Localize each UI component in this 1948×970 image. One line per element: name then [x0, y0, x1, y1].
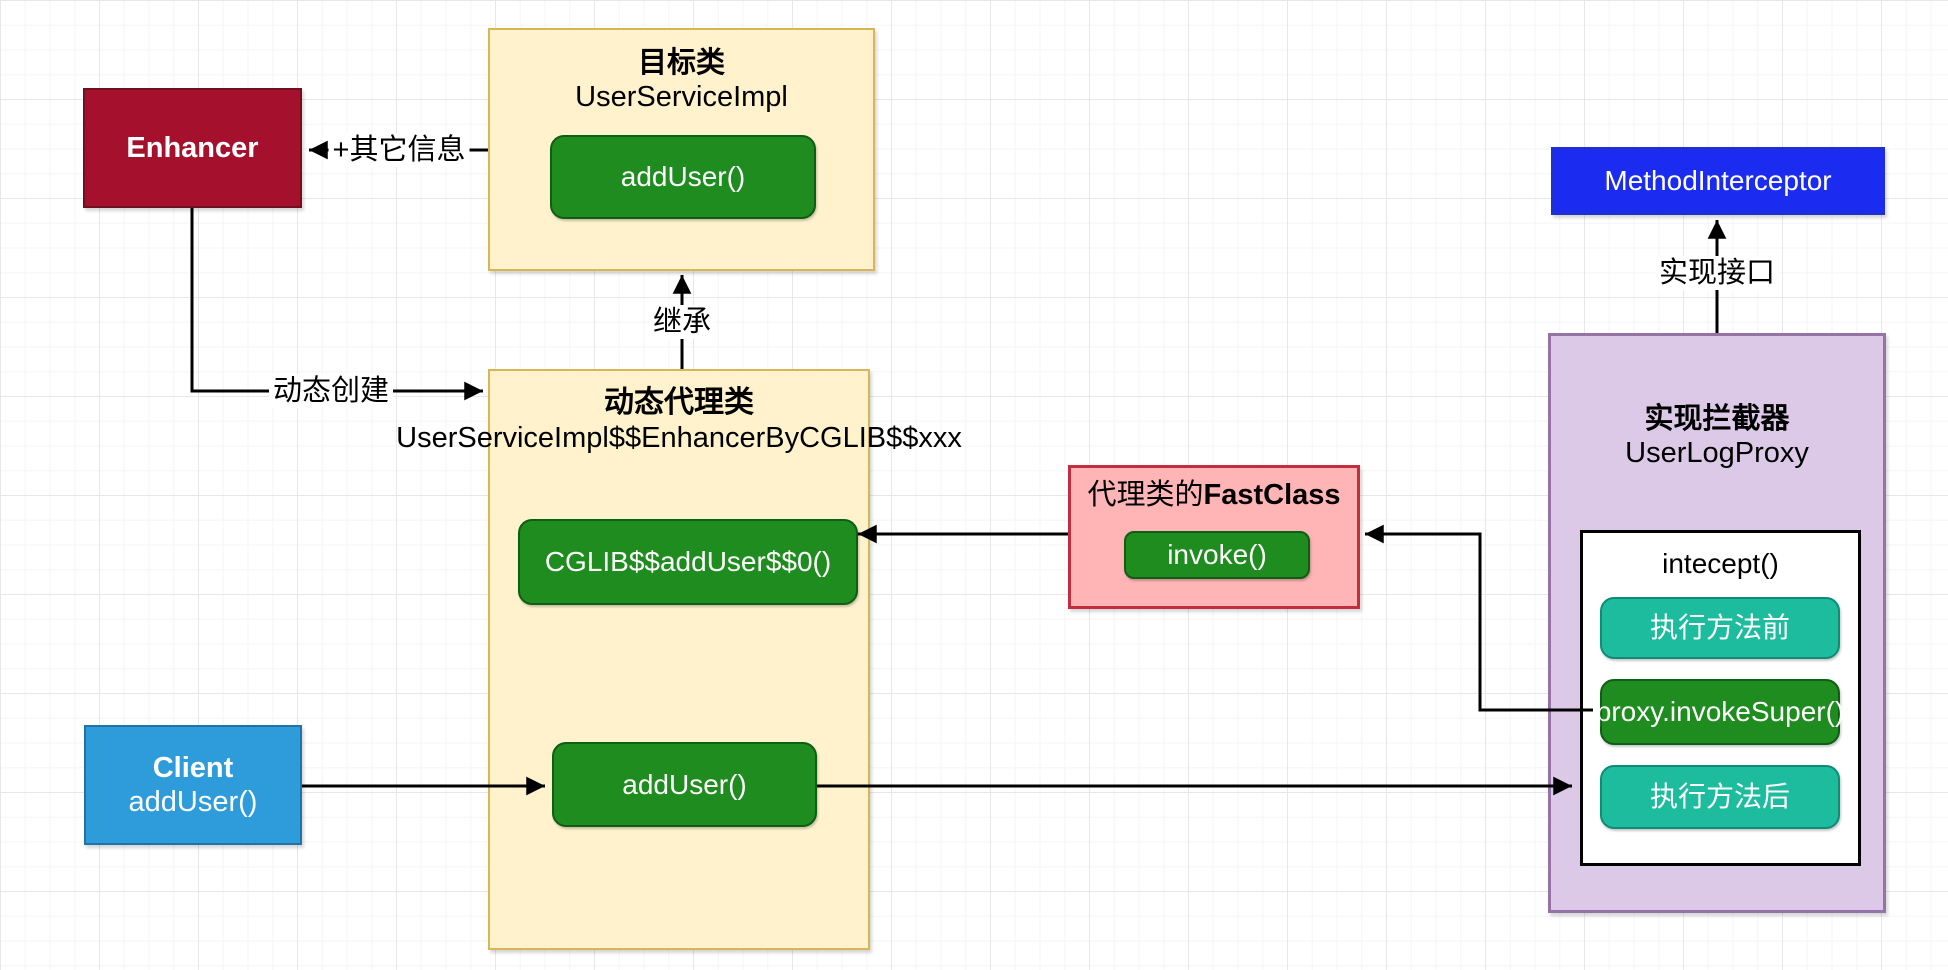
fastclass-invoke-method: invoke()	[1124, 531, 1310, 579]
target-class-subtitle: UserServiceImpl	[575, 81, 788, 113]
target-class-box: 目标类 UserServiceImpl addUser()	[488, 28, 875, 271]
step-before-method: 执行方法前	[1600, 597, 1840, 659]
fastclass-title-zh: 代理类的	[1087, 479, 1204, 511]
edge-label-other-info: +其它信息	[328, 133, 470, 167]
client-subtitle: addUser()	[128, 786, 258, 818]
enhancer-box: Enhancer	[83, 88, 302, 208]
target-adduser-method: addUser()	[550, 135, 816, 219]
method-interceptor-label: MethodInterceptor	[1604, 165, 1832, 196]
step-after-method: 执行方法后	[1600, 765, 1840, 829]
proxy-cglib-method: CGLIB$$addUser$$0()	[518, 519, 858, 605]
interceptor-subtitle: UserLogProxy	[1625, 437, 1809, 469]
edge-label-inherit: 继承	[648, 305, 716, 339]
fastclass-box: 代理类的FastClass invoke()	[1068, 465, 1360, 609]
interceptor-box: 实现拦截器 UserLogProxy intecept() 执行方法前 prox…	[1548, 333, 1886, 913]
target-class-title: 目标类	[637, 47, 725, 79]
edge-label-implements: 实现接口	[1654, 256, 1780, 290]
enhancer-label: Enhancer	[126, 132, 259, 164]
proxy-adduser-method: addUser()	[552, 742, 817, 827]
proxy-class-title: 动态代理类	[604, 386, 754, 419]
interceptor-title: 实现拦截器	[1644, 403, 1790, 435]
method-interceptor-box: MethodInterceptor	[1551, 147, 1885, 215]
step-invoke-super: proxy.invokeSuper()	[1596, 679, 1844, 745]
intercept-title: intecept()	[1662, 548, 1779, 579]
edge-enhancer-to-proxy	[190, 208, 483, 401]
proxy-class-subtitle: UserServiceImpl$$EnhancerByCGLIB$$xxx	[396, 422, 962, 454]
proxy-class-box: 动态代理类 UserServiceImpl$$EnhancerByCGLIB$$…	[396, 369, 962, 950]
edge-label-dynamic-create: 动态创建	[268, 374, 394, 408]
client-title: Client	[152, 752, 234, 784]
client-box: Client addUser()	[84, 725, 302, 845]
fastclass-title-en: FastClass	[1203, 479, 1341, 511]
intercept-method-box: intecept() 执行方法前 proxy.invokeSuper() 执行方…	[1580, 530, 1861, 866]
fastclass-title: 代理类的FastClass	[1087, 478, 1340, 512]
